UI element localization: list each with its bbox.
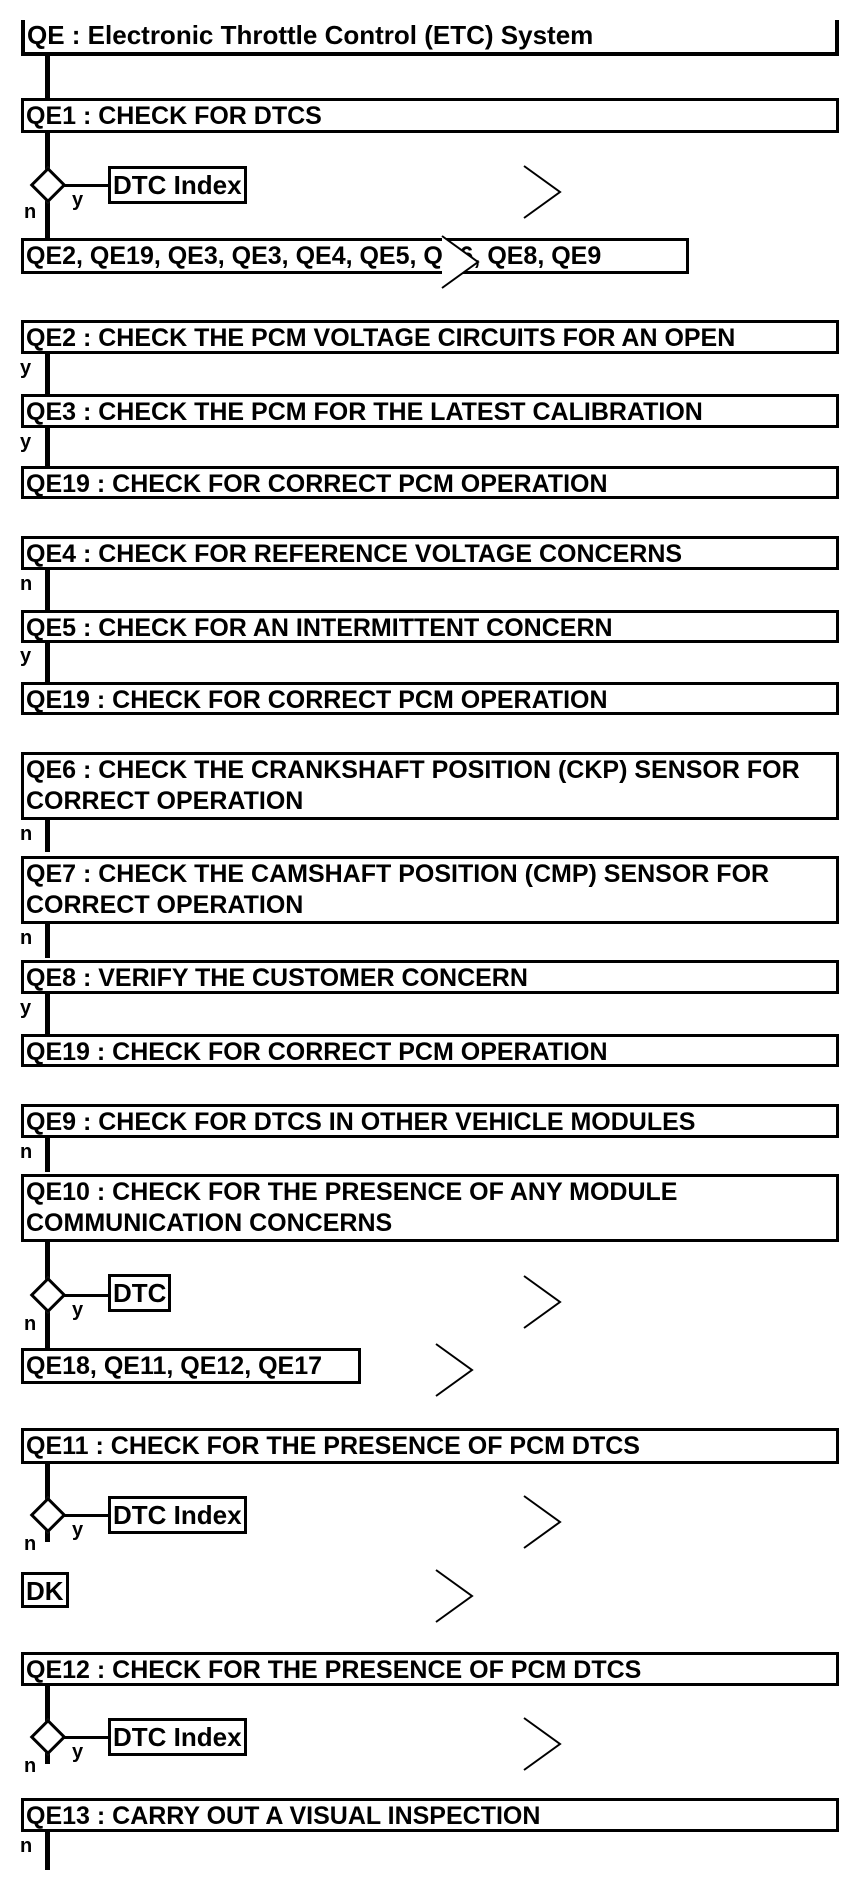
dtc-index-link[interactable]: DTC Index — [108, 1718, 247, 1756]
yes-branch-line — [62, 1294, 110, 1297]
step-qe5: QE5 : CHECK FOR AN INTERMITTENT CONCERN — [21, 610, 839, 643]
step-qe3: QE3 : CHECK THE PCM FOR THE LATEST CALIB… — [21, 394, 839, 428]
flow-connector — [45, 350, 50, 394]
decision-diamond — [29, 166, 67, 204]
yes-label: y — [72, 1299, 84, 1321]
yes-branch-line — [62, 184, 110, 187]
step-qe6: QE6 : CHECK THE CRANKSHAFT POSITION (CKP… — [21, 752, 839, 820]
step-qe11: QE11 : CHECK FOR THE PRESENCE OF PCM DTC… — [21, 1428, 839, 1464]
flow-connector — [45, 56, 50, 102]
yes-label: y — [72, 1741, 84, 1763]
no-label: n — [20, 927, 33, 949]
dtc-index-link[interactable]: DTC Index — [108, 166, 247, 204]
step-qe13: QE13 : CARRY OUT A VISUAL INSPECTION — [21, 1798, 839, 1832]
yes-label: y — [72, 1519, 84, 1541]
step-qe1-next-list: QE2, QE19, QE3, QE3, QE4, QE5, QE6, QE8,… — [21, 238, 689, 274]
step-qe12: QE12 : CHECK FOR THE PRESENCE OF PCM DTC… — [21, 1652, 839, 1686]
yes-branch-line — [62, 1736, 110, 1739]
step-qe10-next-list: QE18, QE11, QE12, QE17 — [21, 1348, 361, 1384]
step-qe8: QE8 : VERIFY THE CUSTOMER CONCERN — [21, 960, 839, 994]
decision-diamond — [29, 1496, 67, 1534]
flow-connector — [45, 818, 50, 852]
page-title: QE : Electronic Throttle Control (ETC) S… — [21, 20, 839, 56]
decision-diamond — [29, 1276, 67, 1314]
yes-label: y — [20, 431, 32, 453]
step-qe19: QE19 : CHECK FOR CORRECT PCM OPERATION — [21, 1034, 839, 1067]
step-qe4: QE4 : CHECK FOR REFERENCE VOLTAGE CONCER… — [21, 536, 839, 570]
flow-connector — [45, 1830, 50, 1870]
chevron-right-icon — [435, 1569, 474, 1623]
step-qe9: QE9 : CHECK FOR DTCS IN OTHER VEHICLE MO… — [21, 1104, 839, 1138]
flow-connector — [45, 424, 50, 468]
yes-label: y — [72, 189, 84, 211]
chevron-right-icon — [441, 235, 480, 289]
flow-connector — [45, 992, 50, 1036]
flow-connector — [45, 640, 50, 684]
no-label: n — [24, 1313, 37, 1335]
step-qe19: QE19 : CHECK FOR CORRECT PCM OPERATION — [21, 682, 839, 715]
yes-label: y — [20, 997, 32, 1019]
yes-label: y — [20, 645, 32, 667]
dk-link[interactable]: DK — [21, 1572, 69, 1608]
decision-diamond — [29, 1718, 67, 1756]
no-label: n — [20, 573, 33, 595]
flow-connector — [45, 568, 50, 614]
no-label: n — [24, 1533, 37, 1555]
no-label: n — [20, 1835, 33, 1857]
dtc-link[interactable]: DTC — [108, 1274, 172, 1312]
step-qe1: QE1 : CHECK FOR DTCS — [21, 98, 839, 133]
no-label: n — [24, 1755, 37, 1777]
step-qe2: QE2 : CHECK THE PCM VOLTAGE CIRCUITS FOR… — [21, 320, 839, 354]
chevron-right-icon — [523, 1495, 562, 1549]
chevron-right-icon — [523, 165, 562, 219]
no-label: n — [24, 201, 37, 223]
yes-label: y — [20, 357, 32, 379]
step-qe10: QE10 : CHECK FOR THE PRESENCE OF ANY MOD… — [21, 1174, 839, 1242]
step-qe19: QE19 : CHECK FOR CORRECT PCM OPERATION — [21, 466, 839, 499]
flow-connector — [45, 1136, 50, 1172]
step-qe7: QE7 : CHECK THE CAMSHAFT POSITION (CMP) … — [21, 856, 839, 924]
dtc-index-link[interactable]: DTC Index — [108, 1496, 247, 1534]
no-label: n — [20, 1141, 33, 1163]
yes-branch-line — [62, 1514, 110, 1517]
flow-connector — [45, 922, 50, 958]
chevron-right-icon — [523, 1275, 562, 1329]
no-label: n — [20, 823, 33, 845]
chevron-right-icon — [523, 1717, 562, 1771]
chevron-right-icon — [435, 1343, 474, 1397]
